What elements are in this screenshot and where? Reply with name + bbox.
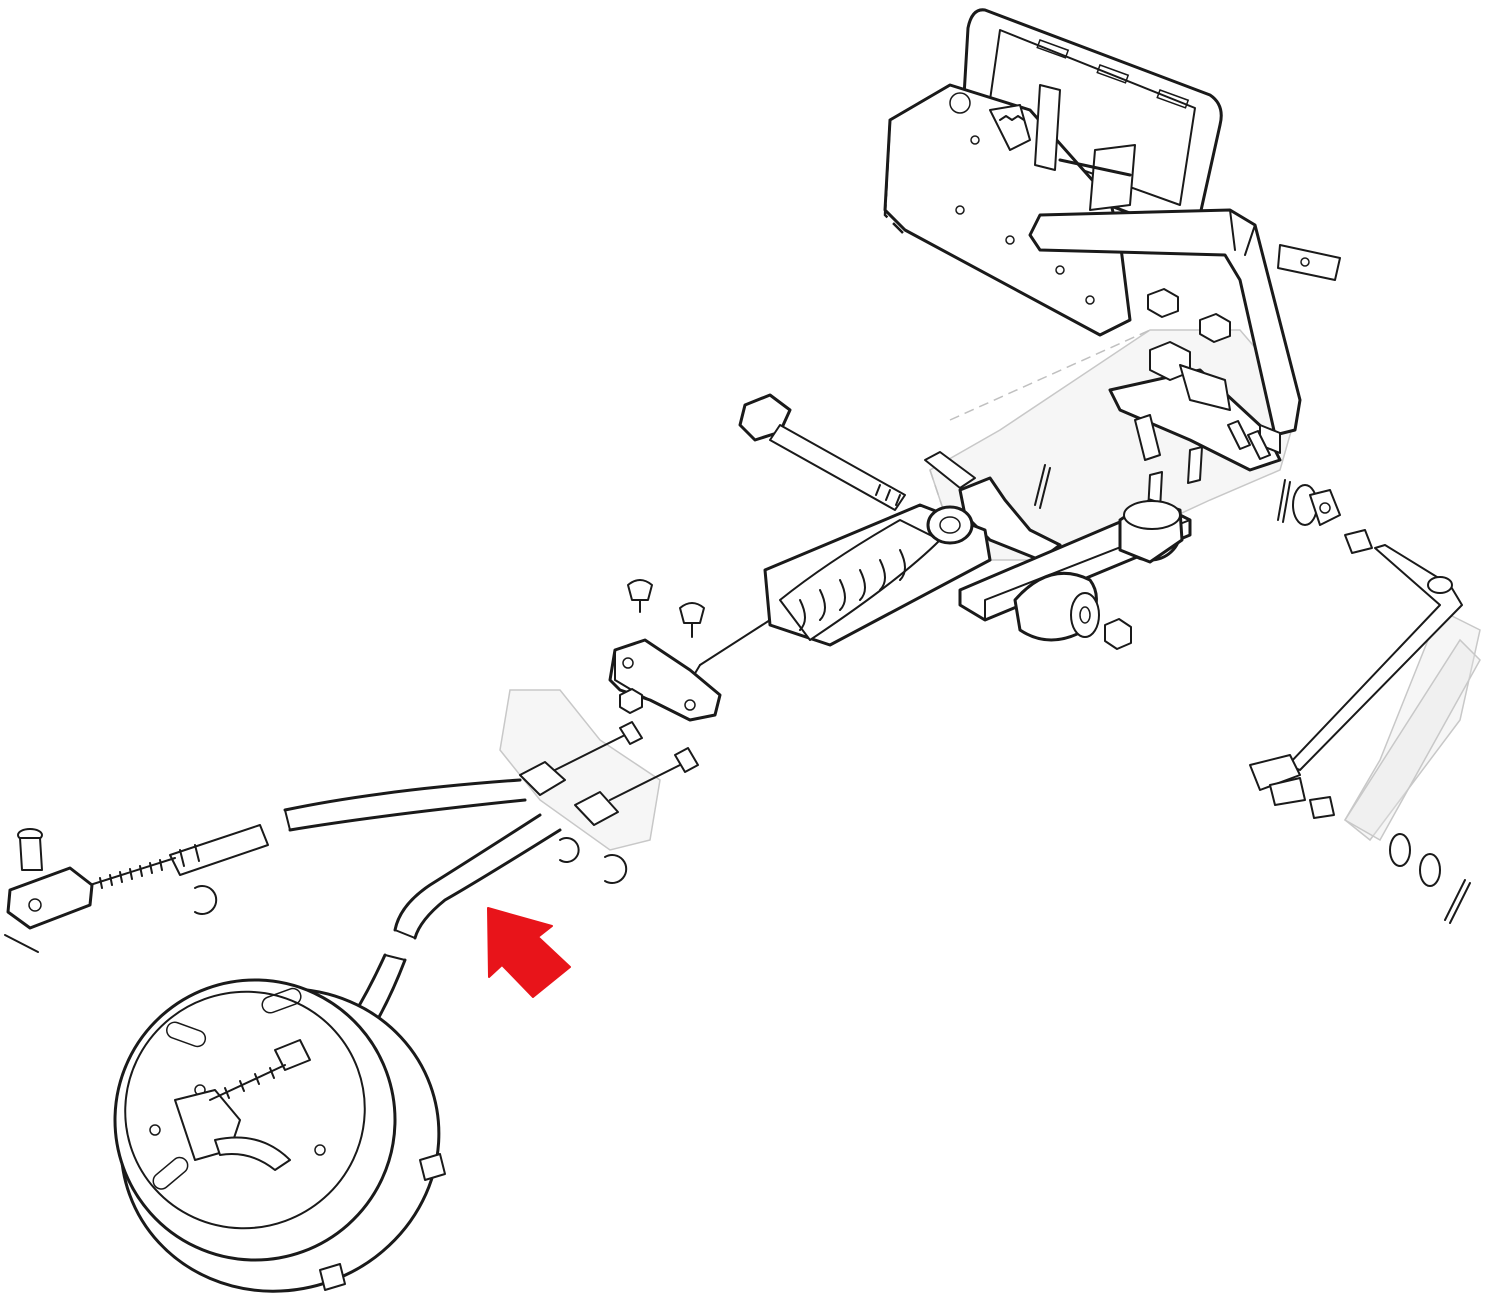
right-washers-upper: [1292, 484, 1341, 526]
drum-backing-slots: [149, 987, 326, 1190]
right-washers-lower: [1389, 833, 1441, 887]
long-pivot-bolt: [738, 393, 906, 511]
drum-cable-end: [209, 1039, 311, 1101]
clevis-pin-small: [924, 451, 976, 489]
brake-drum: [113, 978, 446, 1293]
bracket-screws: [627, 579, 705, 638]
parking-brake-rod: [1249, 544, 1463, 791]
pedal-mount-plate: [883, 83, 1132, 337]
parking-brake-lever: [174, 1089, 291, 1171]
washer-and-nut: [1070, 592, 1132, 650]
lower-cable-end: [574, 747, 699, 826]
left-cable-ferrule: [169, 824, 269, 876]
cotter-pin-left: [4, 934, 39, 953]
e-clips: [194, 837, 628, 915]
mounting-bolts: [1134, 414, 1271, 513]
brake-cable-housing-lower: [393, 813, 562, 940]
brake-cable-housing-upper: [283, 778, 527, 832]
cotter-pin-upper: [1034, 464, 1051, 509]
right-pins-lower: [1269, 777, 1335, 819]
pedal-nuts: [1147, 288, 1231, 343]
pedal-spring-bracket: [989, 84, 1136, 211]
red-pointer-arrow-icon: [487, 907, 571, 998]
brake-pedal-pad: [960, 8, 1223, 233]
cable-bracket: [608, 638, 722, 722]
left-threaded-rod: [89, 857, 176, 889]
clevis-yoke: [6, 866, 94, 930]
cotter-pin-right-upper: [1277, 479, 1291, 523]
upper-cable-end: [519, 721, 643, 796]
clevis-pin-left: [17, 828, 43, 871]
pedal-bumper: [1118, 498, 1184, 564]
right-bushing: [1344, 529, 1373, 554]
right-support-bracket: [1343, 638, 1481, 842]
cotter-pin-right-lower: [1444, 879, 1471, 924]
cable-equalizer-sleeve: [763, 503, 992, 647]
